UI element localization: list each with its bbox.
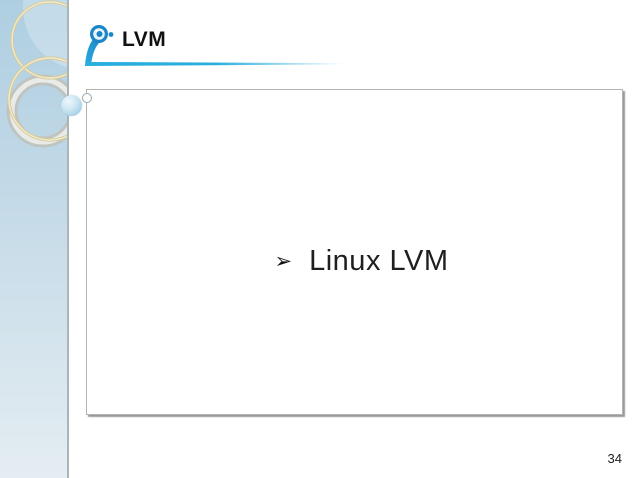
sidebar-decoration	[0, 0, 69, 478]
slide-title: LVM	[122, 28, 167, 51]
horn-speaker-icon	[85, 25, 114, 66]
bullet-item: ➢ Linux LVM	[94, 241, 629, 281]
sidebar-circles-ornament	[6, 0, 67, 148]
bullet-text: Linux LVM	[309, 244, 449, 277]
corner-circle-ornament	[82, 93, 92, 103]
arrow-bullet-icon: ➢	[274, 249, 293, 273]
content-box: ➢ Linux LVM	[86, 89, 623, 415]
title-underline	[86, 62, 344, 66]
blue-sphere-ornament	[61, 95, 82, 116]
page-number: 34	[607, 451, 622, 466]
